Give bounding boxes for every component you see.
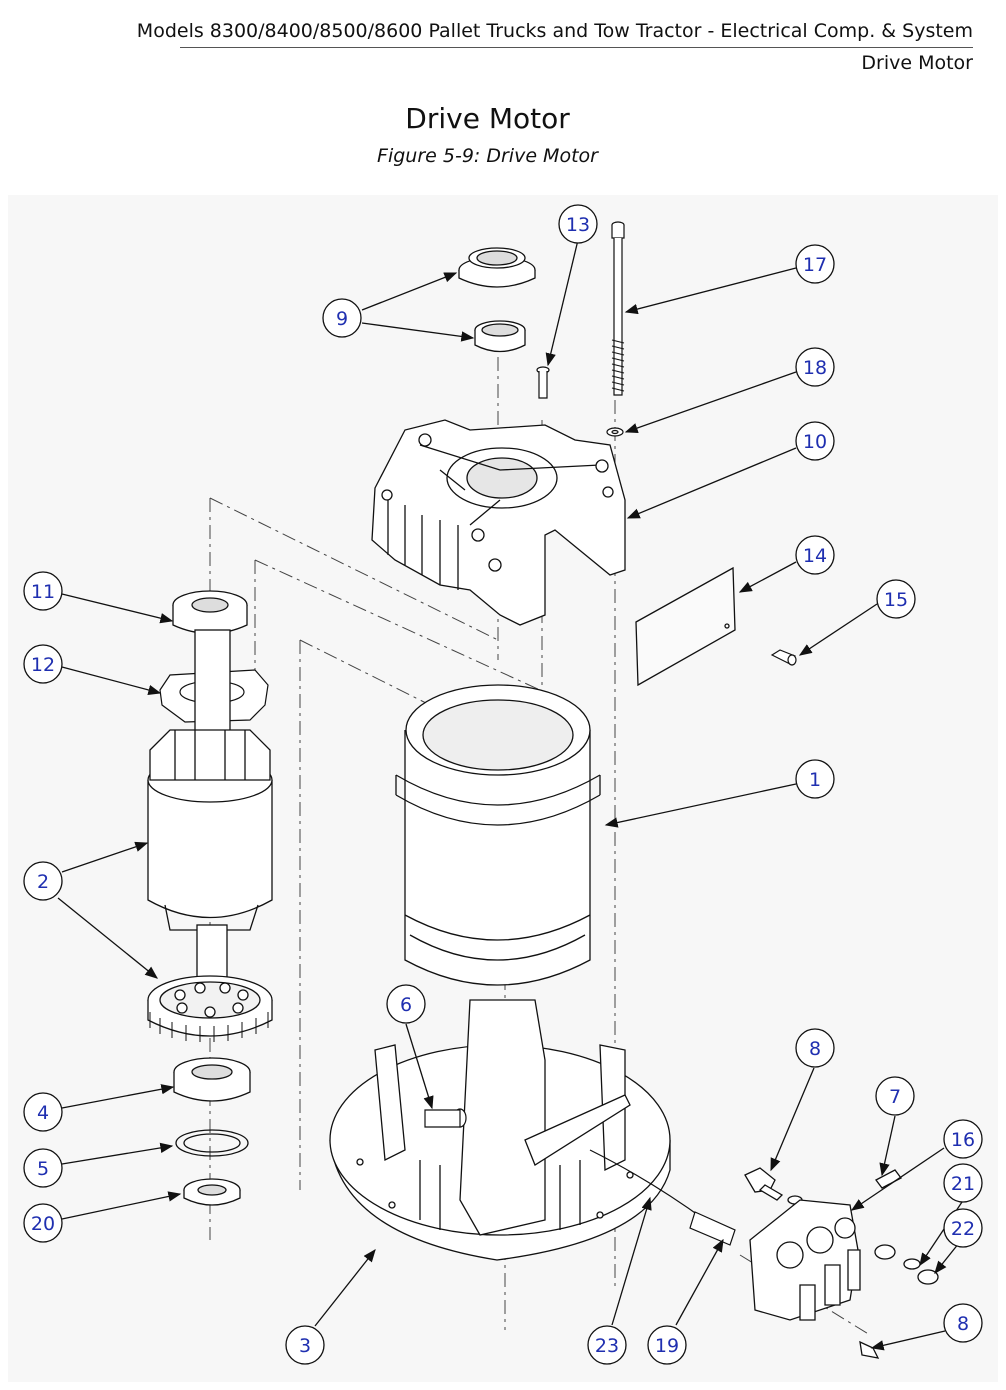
- rotor-bearing-part: [172, 590, 248, 635]
- stator-frame-part: [395, 684, 601, 986]
- long-bolt-part: [611, 221, 625, 396]
- callout-13: 13: [566, 214, 590, 236]
- callout-2: 2: [37, 871, 49, 893]
- header-document-title: Models 8300/8400/8500/8600 Pallet Trucks…: [136, 20, 973, 42]
- callout-17: 17: [803, 254, 827, 276]
- callout-15: 15: [884, 589, 908, 611]
- housing-stud-part: [424, 1108, 467, 1128]
- callout-3: 3: [299, 1335, 311, 1357]
- callout-5: 5: [37, 1158, 49, 1180]
- callout-14: 14: [803, 545, 827, 567]
- lower-bearing-part: [173, 1057, 251, 1102]
- base-end-housing-part: [329, 999, 671, 1261]
- callout-20: 20: [31, 1213, 55, 1235]
- terminal-block-part: [744, 1167, 939, 1359]
- callout-18: 18: [803, 357, 827, 379]
- callout-9: 9: [336, 308, 348, 330]
- rotor-armature-part: [147, 629, 273, 1042]
- callout-23: 23: [595, 1335, 619, 1357]
- callout-circles: [23, 204, 983, 1365]
- callout-10: 10: [803, 431, 827, 453]
- callout-11: 11: [31, 581, 55, 603]
- washer-part: [606, 427, 624, 437]
- callout-1: 1: [809, 769, 821, 791]
- callout-21: 21: [951, 1173, 975, 1195]
- header-section-name: Drive Motor: [861, 52, 973, 74]
- callout-19: 19: [655, 1335, 679, 1357]
- cover-plate-part: [635, 566, 736, 687]
- callout-22: 22: [951, 1218, 975, 1240]
- callout-8-lower: 8: [957, 1313, 969, 1335]
- screw-part: [770, 649, 797, 666]
- end-housing-part: [371, 419, 626, 626]
- page-title: Drive Motor: [405, 102, 570, 135]
- sensor-connector-part: [589, 1149, 736, 1246]
- callout-7: 7: [889, 1086, 901, 1108]
- pin-part: [536, 366, 550, 399]
- figure-caption: Figure 5-9: Drive Motor: [377, 145, 598, 167]
- callout-16: 16: [951, 1129, 975, 1151]
- callout-12: 12: [31, 654, 55, 676]
- snap-ring-part: [175, 1129, 249, 1157]
- bearing-cup-part: [458, 247, 536, 353]
- callout-8-upper: 8: [809, 1038, 821, 1060]
- callout-6: 6: [400, 994, 412, 1016]
- spacer-part: [183, 1178, 241, 1206]
- callout-4: 4: [37, 1102, 49, 1124]
- header-rule: [180, 47, 973, 48]
- leader-arrows: [57, 239, 964, 1351]
